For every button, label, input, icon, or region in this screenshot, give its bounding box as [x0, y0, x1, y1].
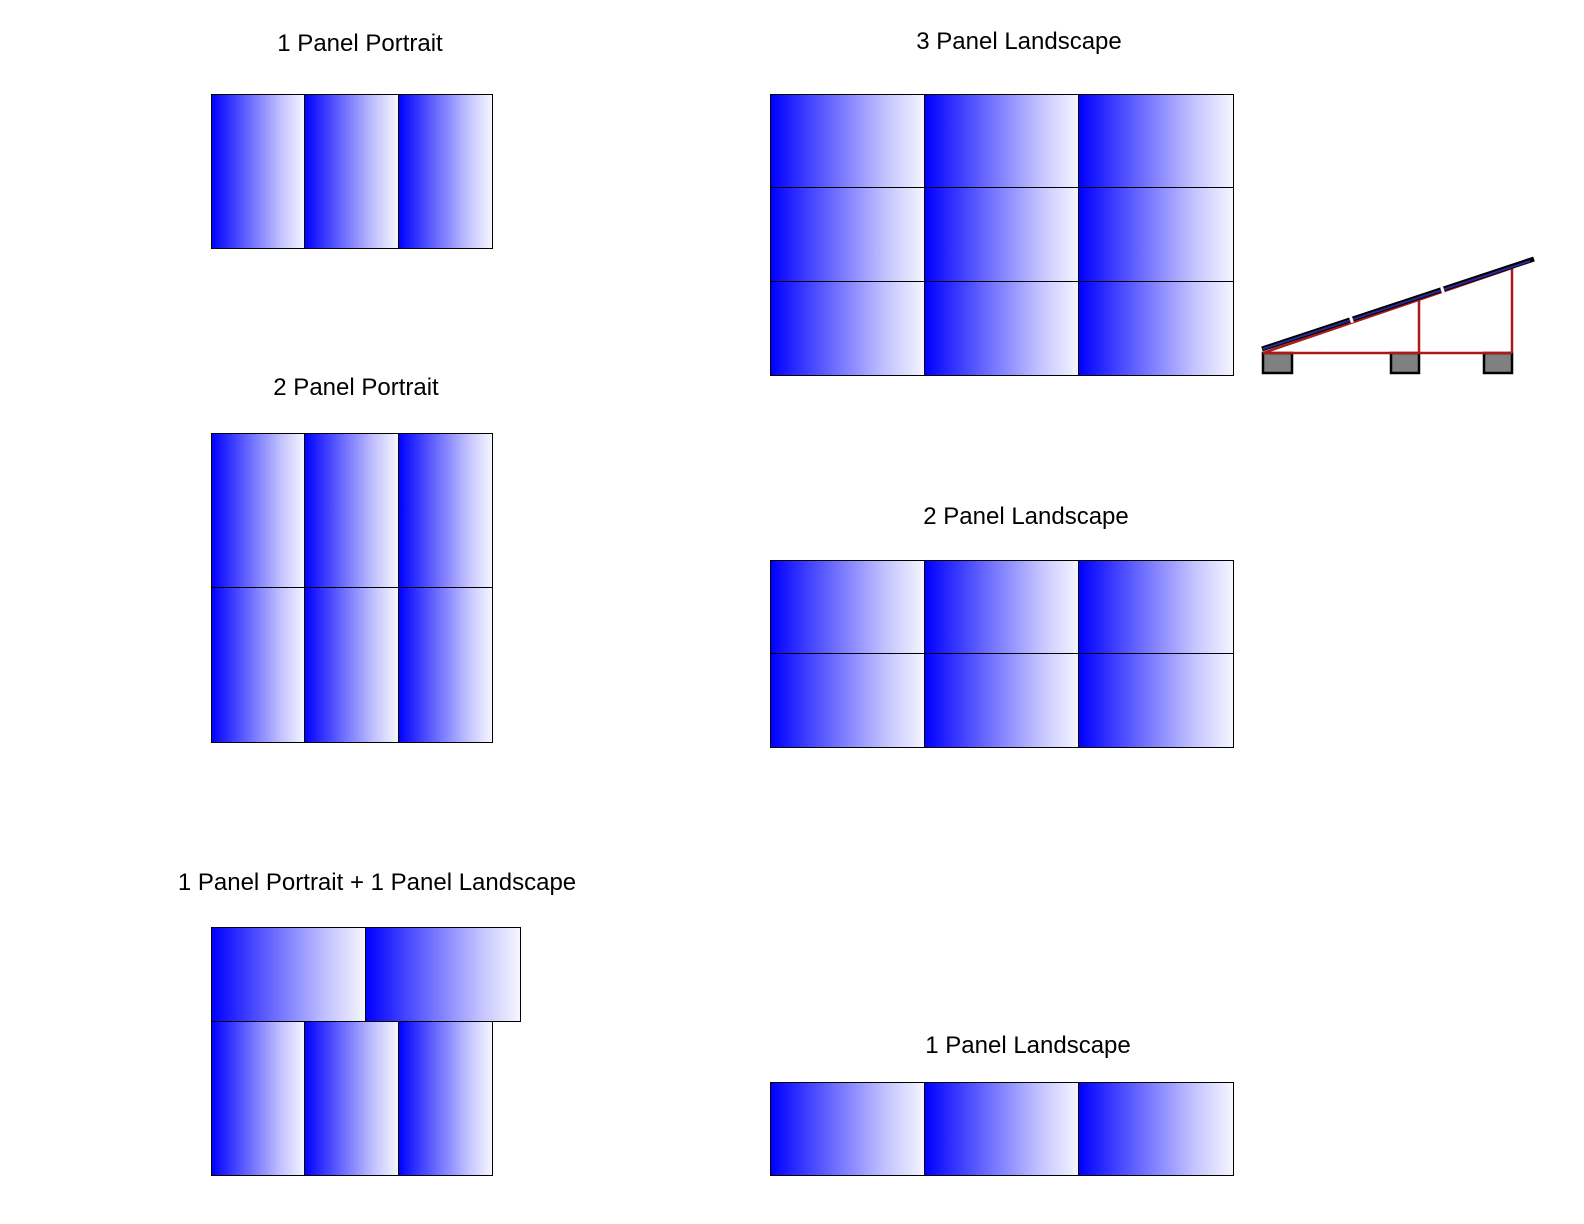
solar-panel-portrait — [397, 94, 493, 249]
solar-panel-landscape — [1078, 280, 1234, 376]
title-3-panel-landscape: 3 Panel Landscape — [916, 28, 1122, 55]
solar-panel-landscape — [924, 187, 1080, 283]
solar-panel-landscape — [1078, 653, 1234, 748]
solar-panel-landscape — [924, 560, 1080, 655]
solar-panel-landscape — [1078, 94, 1234, 189]
solar-panel-portrait — [304, 587, 400, 743]
solar-panel-portrait — [397, 433, 493, 589]
solar-panel-landscape — [770, 94, 926, 189]
solar-panel-surface — [1262, 260, 1531, 350]
solar-panel-landscape — [365, 927, 521, 1022]
footing — [1261, 351, 1294, 375]
panel-gap — [1440, 286, 1445, 294]
panel-gap — [1349, 316, 1354, 324]
solar-panel-landscape — [1078, 1082, 1234, 1176]
title-1-portrait-1-landscape: 1 Panel Portrait + 1 Panel Landscape — [177, 869, 577, 896]
footing — [1482, 351, 1514, 375]
solar-panel-landscape — [924, 94, 1080, 189]
solar-panel-landscape — [770, 560, 926, 655]
solar-panel-landscape — [1078, 560, 1234, 655]
footings — [1261, 351, 1514, 375]
title-1-panel-landscape: 1 Panel Landscape — [925, 1032, 1131, 1059]
title-2-panel-landscape: 2 Panel Landscape — [923, 503, 1129, 530]
solar-panel-landscape — [770, 280, 926, 376]
solar-panel-portrait — [304, 94, 400, 249]
solar-panel-landscape — [924, 1082, 1080, 1176]
title-2-panel-portrait: 2 Panel Portrait — [273, 374, 439, 401]
solar-panel-portrait — [304, 1020, 400, 1176]
title-1-panel-portrait: 1 Panel Portrait — [277, 30, 443, 57]
solar-panel-landscape — [770, 187, 926, 283]
solar-panel-portrait — [397, 587, 493, 743]
solar-panel-landscape — [924, 280, 1080, 376]
solar-panel-portrait — [211, 1020, 306, 1176]
solar-panel-landscape — [1078, 187, 1234, 283]
solar-panel-portrait — [397, 1020, 493, 1176]
footing — [1389, 351, 1421, 375]
solar-panel-landscape — [211, 927, 367, 1022]
solar-panel-landscape — [770, 653, 926, 748]
solar-panel-portrait — [211, 433, 306, 589]
